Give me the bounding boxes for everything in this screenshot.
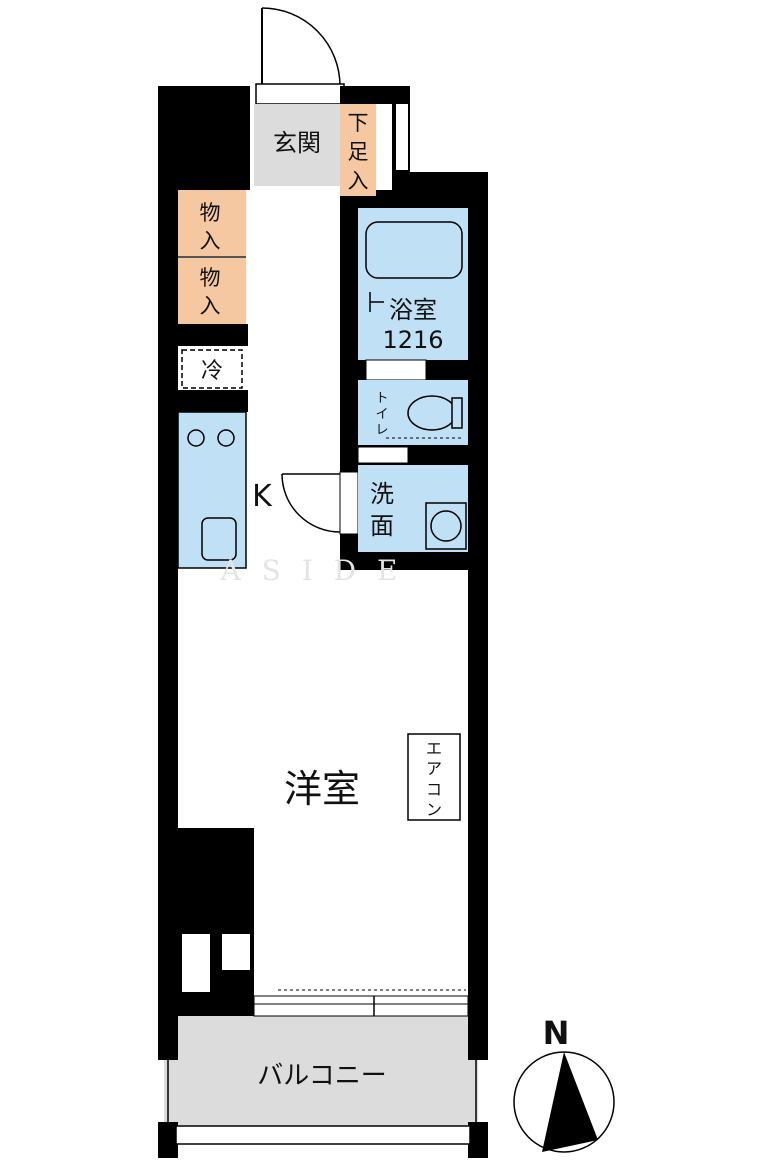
washroom-label-2: 面 [370, 512, 394, 540]
kitchen-sink-icon [201, 517, 237, 561]
compass-north-label: N [543, 1014, 570, 1052]
stove-burner-right-icon [217, 429, 235, 447]
balcony-label: バルコニー [257, 1061, 386, 1091]
bathtub-icon [365, 221, 463, 279]
washing-machine-space [425, 502, 467, 550]
storage-1-label-1: 物 [200, 201, 221, 225]
shoe-storage-label-3: 入 [348, 169, 369, 193]
aircon-label-4: ン [426, 800, 442, 819]
bathroom-size-label: 1216 [382, 326, 443, 354]
washroom-door [281, 471, 359, 535]
wall-niche-2 [222, 934, 250, 970]
bathroom [358, 208, 468, 360]
aircon-label-1: エ [426, 739, 442, 758]
watermark: A S I D E [220, 554, 404, 587]
western-room-label: 洋室 [284, 767, 360, 811]
shoe-storage-label-1: 下 [348, 111, 369, 135]
storage-closet-2 [178, 258, 246, 324]
aircon-label-3: コ [426, 780, 442, 799]
entrance-label: 玄関 [273, 129, 321, 157]
washing-machine-icon [430, 510, 462, 542]
aircon-unit [407, 733, 461, 821]
storage-1-label-2: 入 [200, 229, 221, 253]
compass-needle-icon [542, 1052, 598, 1152]
shoe-storage-label-2: 足 [348, 140, 369, 164]
toilet-label-2: イ [375, 407, 388, 422]
entrance-door [255, 7, 345, 105]
balcony-railing [175, 1125, 471, 1145]
balcony-window [253, 989, 469, 1017]
fridge-space [181, 349, 243, 389]
toilet-bowl-icon [407, 395, 463, 431]
kitchen-label: K [252, 479, 273, 514]
wall-niche-3 [396, 104, 408, 170]
entrance-floor [254, 104, 340, 186]
toilet-door [357, 446, 409, 464]
bathroom-door [365, 359, 427, 381]
aircon-label-2: ア [426, 759, 442, 778]
shoe-storage [340, 104, 376, 196]
washroom-label-1: 洗 [370, 480, 394, 508]
compass: N [513, 1014, 615, 1153]
bathroom-label: 浴室 [389, 296, 437, 324]
toilet-label-1: ト [375, 391, 388, 406]
balcony-floor [164, 1016, 478, 1126]
storage-2-label-1: 物 [200, 266, 221, 290]
toilet-room [358, 380, 468, 445]
toilet-label-3: レ [375, 423, 388, 438]
wall-niche-1 [186, 934, 198, 988]
storage-2-label-2: 入 [200, 294, 221, 318]
fridge-label: 冷 [201, 359, 223, 384]
stove-burner-left-icon [187, 429, 205, 447]
storage-closet-1 [178, 190, 246, 256]
